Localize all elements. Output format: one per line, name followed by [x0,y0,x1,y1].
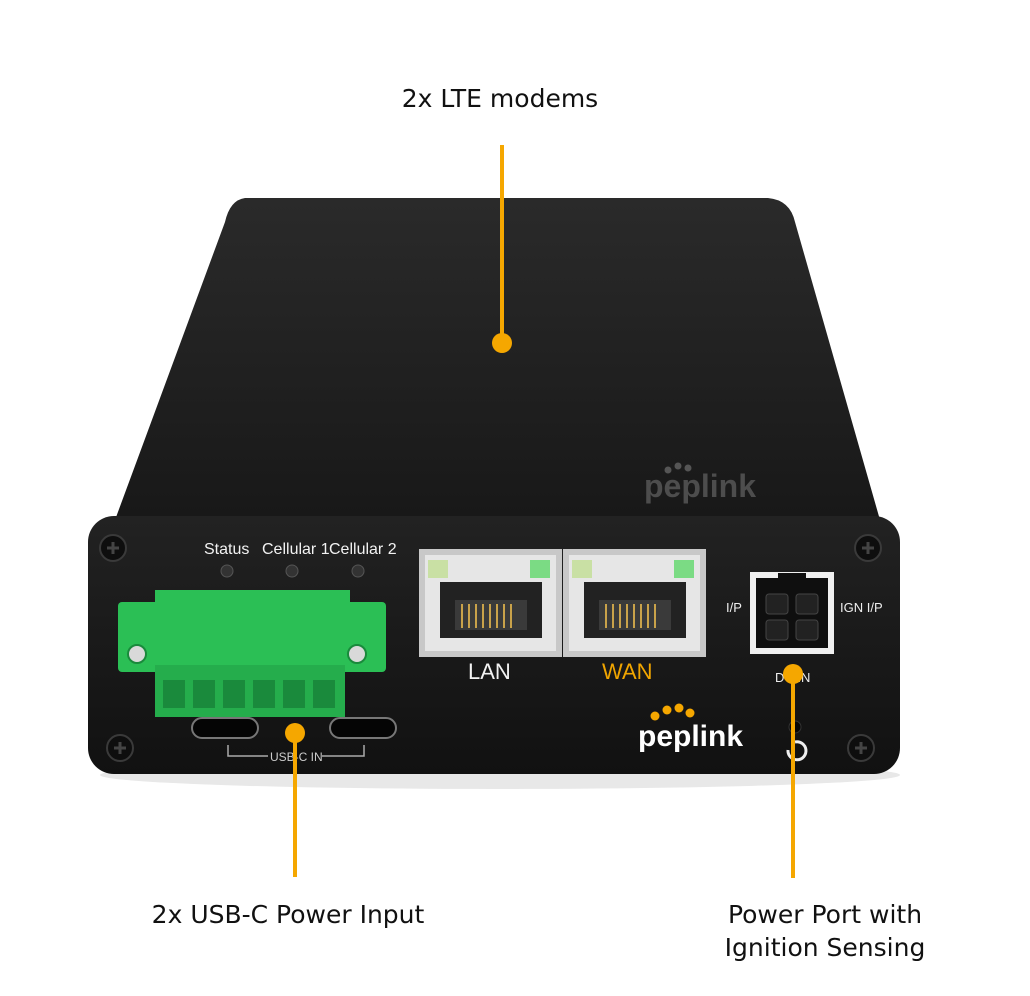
led-label-cellular-2: Cellular 2 [329,541,397,558]
wan-port [563,549,706,657]
reset-icon [786,740,808,762]
callout-leader-modems [500,145,504,343]
callout-leader-usbc [293,735,297,877]
ign-label-left: I/P [726,600,742,615]
device-top-cover [115,198,880,520]
front-brand-text: peplink [638,720,743,753]
lan-port [419,549,562,657]
callout-usbc-power: 2x USB-C Power Input [151,900,425,929]
callout-power-port-line2: Ignition Sensing [724,933,926,962]
ign-label-right: IGN I/P [840,600,883,615]
power-ignition-port [750,572,834,654]
wan-label: WAN [602,659,653,684]
top-brand-logo: peplink [644,462,756,504]
callout-dot-usbc [285,723,305,743]
front-brand-logo: peplink [638,703,743,753]
led-label-cellular-1: Cellular 1 [262,541,330,558]
led-cellular-1 [285,564,299,578]
callout-power-port-line1: Power Port with [727,900,923,929]
led-label-status: Status [204,541,249,558]
lan-label: LAN [468,659,511,684]
usbc-port-2 [329,717,397,739]
led-status [220,564,234,578]
screw-icon [847,734,875,762]
usbc-port-1 [191,717,259,739]
screw-icon [99,534,127,562]
callout-dot-modems [492,333,512,353]
top-brand-text: peplink [644,468,756,504]
led-cellular-2 [351,564,365,578]
callout-lte-modems: 2x LTE modems [401,84,599,113]
usb-label-bracket [227,745,365,757]
screw-icon [106,734,134,762]
callout-leader-power-port [791,676,795,878]
screw-icon [854,534,882,562]
terminal-block [118,590,386,717]
callout-dot-power-port [783,664,803,684]
